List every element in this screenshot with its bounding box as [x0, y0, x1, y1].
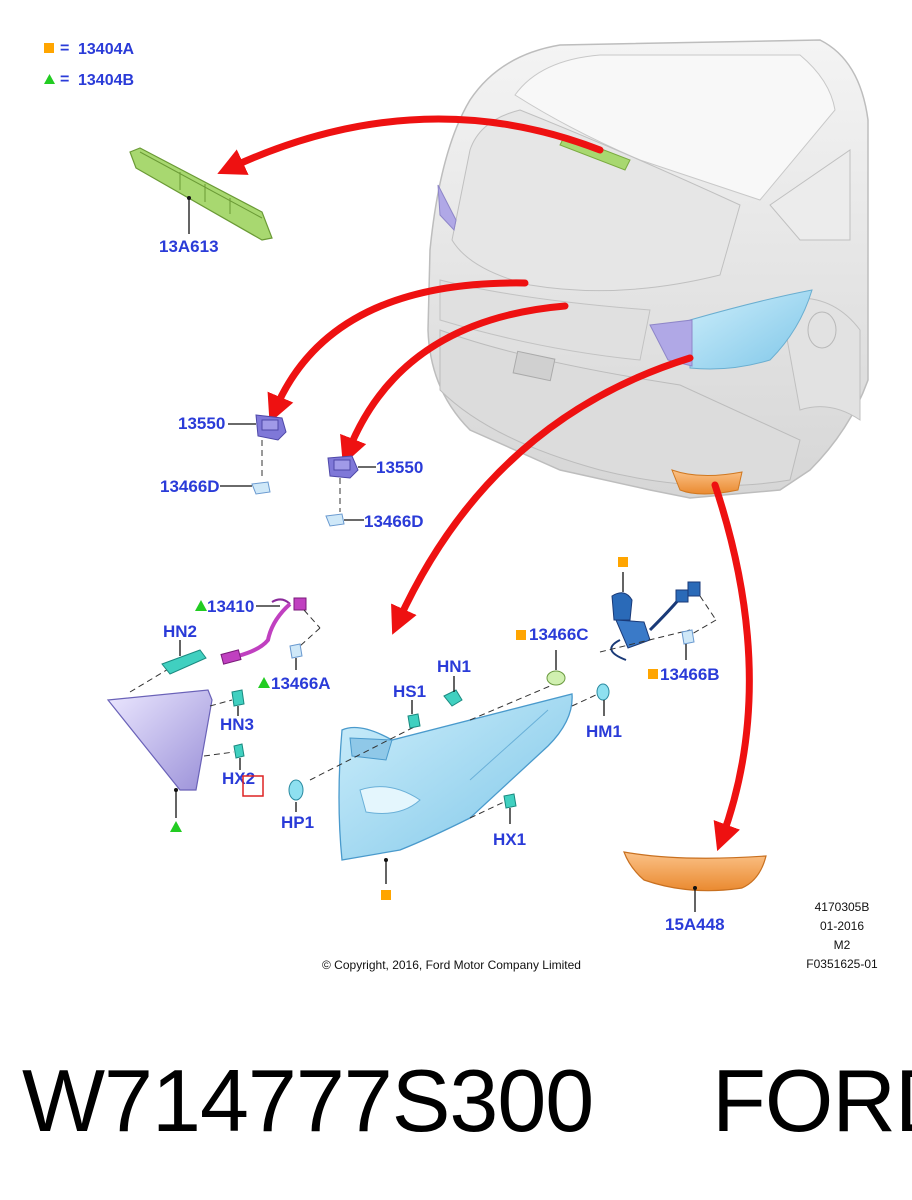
legend-square-label: 13404A: [78, 41, 134, 58]
part-caption: W714777S300 FORD: [22, 1050, 912, 1160]
doc-number: 4170305B: [815, 900, 870, 914]
document-info: 4170305B 01-2016 M2 F0351625-01 © Copyri…: [322, 900, 878, 972]
label-13466a: 13466A: [271, 674, 331, 693]
label-hn3: HN3: [220, 715, 254, 734]
harness-13404a: 13466B: [599, 557, 720, 684]
label-13410: 13410: [207, 597, 254, 616]
label-hp1: HP1: [281, 813, 314, 832]
doc-date: 01-2016: [820, 919, 864, 933]
figure-number: F0351625-01: [806, 957, 878, 971]
doc-revision: M2: [834, 938, 851, 952]
brake-lamp-13a613: 13A613: [129, 147, 273, 256]
harness-13410: 13410 13466A: [195, 597, 331, 693]
label-hx2: HX2: [222, 769, 255, 788]
square-marker-icon: [381, 890, 391, 900]
triangle-legend-icon: [44, 74, 55, 84]
label-13466d-right: 13466D: [364, 512, 424, 531]
legend-triangle-label: 13404B: [78, 72, 134, 89]
label-13466d-left: 13466D: [160, 477, 220, 496]
label-hn1: HN1: [437, 657, 471, 676]
highlight-box: [242, 775, 264, 797]
vehicle-tail-lamp: [689, 289, 813, 370]
label-13466b: 13466B: [660, 665, 720, 684]
square-marker-icon: [618, 557, 628, 567]
part-number: W714777S300: [22, 1051, 594, 1150]
callout-arrows: [217, 115, 753, 852]
license-lamp-right: 13550 13466D: [325, 455, 424, 531]
brand-name: FORD: [712, 1051, 912, 1150]
label-13a613: 13A613: [159, 237, 219, 256]
copyright-text: © Copyright, 2016, Ford Motor Company Li…: [322, 958, 581, 972]
legend-equals-2: =: [60, 71, 69, 88]
outer-tail-lamp: HP1 HS1 HN1 HX1 13466C HM1: [281, 625, 622, 900]
label-15a448: 15A448: [665, 915, 725, 934]
legend: = 13404A = 13404B: [44, 40, 134, 89]
inner-tail-lamp: HN2 HN3 HX2: [106, 622, 264, 832]
label-13550-left: 13550: [178, 414, 225, 433]
legend-equals-1: =: [60, 40, 69, 57]
reflector-15a448: 15A448: [623, 851, 767, 934]
label-hm1: HM1: [586, 722, 622, 741]
label-hn2: HN2: [163, 622, 197, 641]
square-legend-icon: [44, 43, 54, 53]
label-13466c: 13466C: [529, 625, 589, 644]
vehicle-illustration: [427, 39, 869, 499]
triangle-marker-icon: [170, 821, 182, 832]
label-hx1: HX1: [493, 830, 526, 849]
license-lamp-left: 13550 13466D: [160, 414, 287, 496]
label-13550-right: 13550: [376, 458, 423, 477]
label-hs1: HS1: [393, 682, 426, 701]
